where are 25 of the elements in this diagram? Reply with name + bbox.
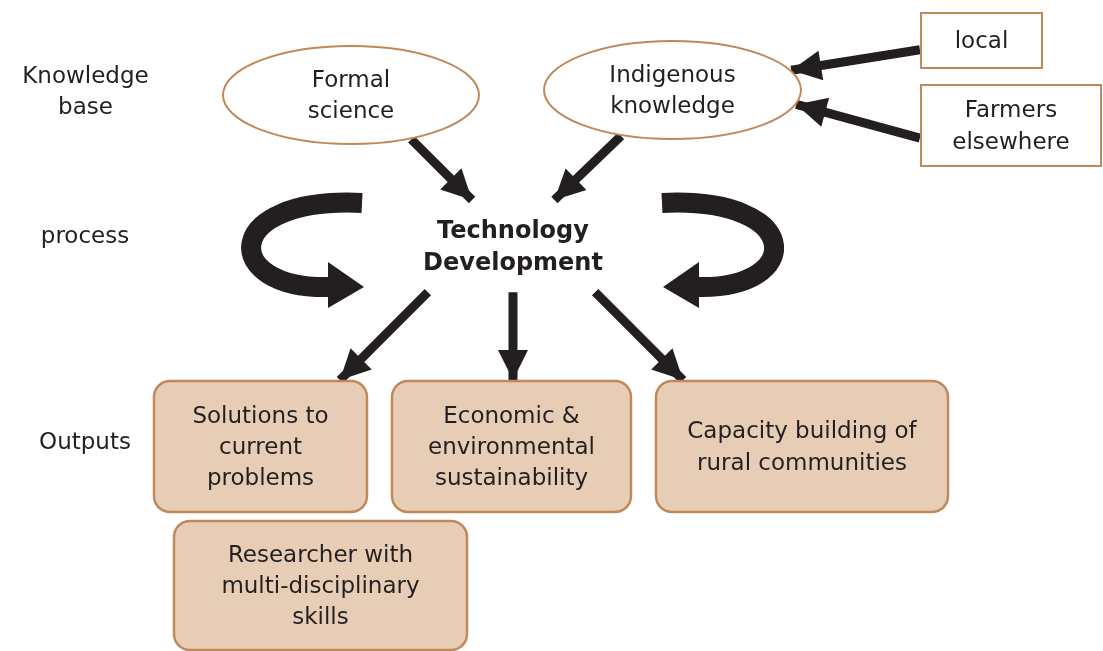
node-text: Indigenous knowledge	[608, 59, 737, 120]
row-label: Knowledge base	[21, 61, 150, 122]
node-text: Researcher with multi-disciplinary skills	[220, 539, 421, 631]
node-text: Capacity building of rural communities	[686, 416, 918, 477]
source-box	[920, 84, 1102, 167]
node-text: local	[953, 25, 1010, 55]
arrow	[498, 292, 528, 381]
row-label: Outputs	[38, 427, 132, 456]
arrow	[795, 97, 922, 143]
output-box	[655, 380, 949, 513]
arrow	[408, 136, 476, 204]
row-label: process	[39, 221, 131, 250]
output-box	[173, 520, 468, 651]
output-box	[153, 380, 368, 513]
node-text: Formal science	[306, 64, 396, 125]
source-box	[920, 12, 1043, 69]
node-text: Economic & environmental sustainability	[427, 400, 596, 492]
node-text: Solutions to current problems	[191, 400, 330, 492]
process-title-text: Technology Development	[422, 214, 604, 278]
output-box	[391, 380, 632, 513]
arrow	[790, 45, 921, 81]
arrow	[551, 132, 625, 204]
node-text: Farmers elsewhere	[951, 95, 1071, 156]
knowledge-ellipse	[222, 45, 480, 145]
knowledge-ellipse	[543, 40, 802, 140]
